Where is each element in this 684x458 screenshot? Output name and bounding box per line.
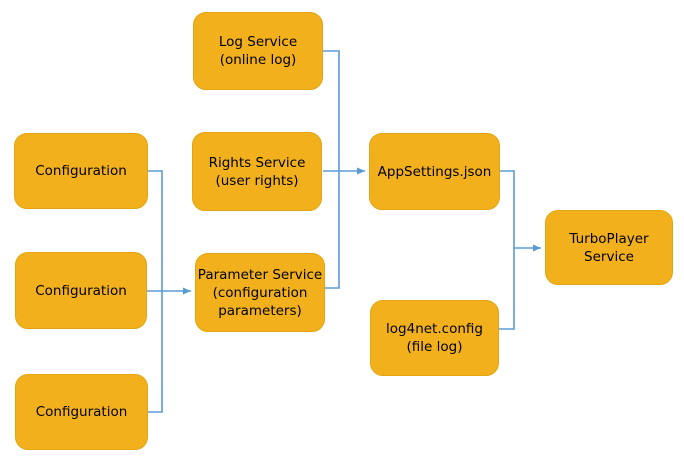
- node-label-line: Parameter Service: [197, 266, 323, 283]
- node-configuration-2: Configuration: [15, 252, 147, 329]
- node-label-line: Service: [584, 248, 634, 265]
- node-label-line: Configuration: [35, 282, 127, 299]
- node-label-line: TurboPlayer: [569, 230, 649, 247]
- node-label-line: AppSettings.json: [377, 163, 492, 180]
- node-configuration-1: Configuration: [14, 133, 148, 209]
- node-label-line: Log Service: [218, 34, 298, 50]
- node-appsettings-json: AppSettings.json: [369, 133, 500, 210]
- node-label-line: Rights Service: [208, 154, 306, 171]
- node-label-line: log4net.config: [386, 321, 483, 337]
- node-label-line: (online log): [219, 52, 297, 68]
- node-label-line: Configuration: [35, 163, 127, 179]
- node-configuration-3: Configuration: [15, 374, 148, 450]
- node-log4net-config: log4net.config (file log): [370, 300, 499, 376]
- node-label-line: (file log): [406, 339, 463, 355]
- connector-configs-files-bracket: [499, 170, 515, 330]
- connector-services-bracket: [322, 50, 340, 289]
- node-label-line: (configuration: [212, 284, 308, 301]
- node-rights-service: Rights Service(user rights): [192, 132, 322, 211]
- node-label-line: Configuration: [35, 404, 128, 420]
- node-label-line: (user rights): [215, 172, 299, 189]
- node-log-service: Log Service (online log): [193, 12, 323, 90]
- node-label-line: parameters): [218, 302, 302, 319]
